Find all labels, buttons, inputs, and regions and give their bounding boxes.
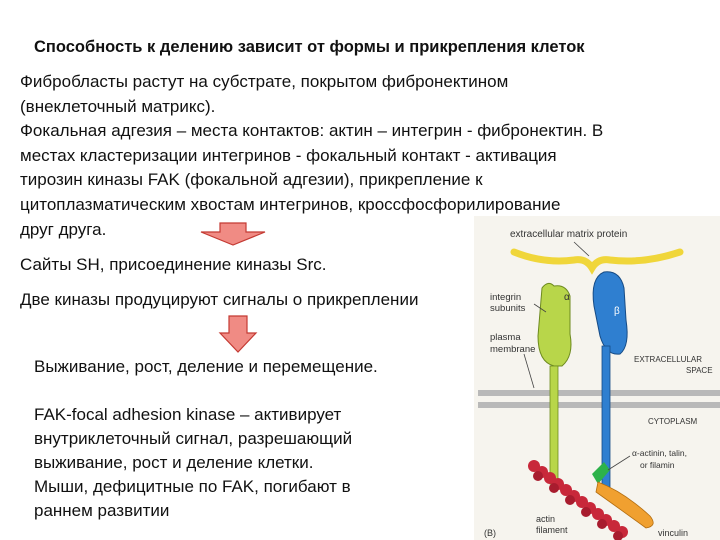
- label-actinin: α-actinin, talin,: [632, 448, 687, 458]
- label-extracellular-space: SPACE: [686, 366, 713, 375]
- down-arrow-icon: [200, 222, 266, 246]
- ecm-protein-strand: [510, 248, 684, 275]
- paragraph-line: (внеклеточный матрикс).: [20, 96, 216, 116]
- paragraph-line: Фибробласты растут на субстрате, покрыто…: [20, 72, 509, 91]
- paragraph-line: Мыши, дефицитные по FAK, погибают в: [34, 477, 351, 496]
- alpha-stalk: [549, 365, 559, 485]
- line-survival: Выживание, рост, деление и перемещение.: [34, 357, 378, 376]
- label-actin-filament: actin: [536, 514, 555, 524]
- paragraph-focal-adhesion: Фибробласты растут на субстрате, покрыто…: [20, 70, 720, 242]
- paragraph-line: FAK-focal adhesion kinase – активирует: [34, 405, 342, 424]
- beta-subunit: [592, 271, 628, 355]
- paragraph-line: Фокальная адгезия – места контактов: акт…: [20, 121, 604, 141]
- label-integrin: integrin: [490, 292, 521, 303]
- label-cytoplasm: CYTOPLASM: [648, 417, 698, 426]
- slide-title: Способность к делению зависит от формы и…: [34, 38, 585, 56]
- down-arrow-icon: [218, 315, 258, 353]
- vinculin: [595, 481, 654, 529]
- paragraph-fak: FAK-focal adhesion kinase – активирует в…: [34, 403, 352, 523]
- alpha-actinin: [592, 462, 610, 484]
- label-vinculin: vinculin: [658, 528, 688, 538]
- label-plasma-membrane: plasma: [490, 332, 521, 343]
- paragraph-line: цитоплазматическим хвостам интегринов, к…: [20, 194, 561, 214]
- label-actinin: or filamin: [640, 460, 675, 470]
- paragraph-line: выживание, рост и деление клетки.: [34, 453, 314, 472]
- label-actin-filament: filament: [536, 525, 568, 535]
- label-ecm-protein: extracellular matrix protein: [510, 229, 627, 240]
- actin-filament: [528, 460, 628, 540]
- paragraph-line: внутриклеточный сигнал, разрешающий: [34, 429, 353, 448]
- paragraph-line: друг друга.: [20, 219, 107, 239]
- membrane-outer: [478, 390, 720, 396]
- line-sh-sites: Сайты SH, присоединение киназы Src.: [20, 255, 327, 274]
- paragraph-line: раннем развитии: [34, 501, 170, 520]
- line-kinases-signal: Две киназы продуцируют сигналы о прикреп…: [20, 290, 419, 309]
- label-panel-b: (B): [484, 528, 496, 538]
- label-alpha: α: [564, 292, 570, 303]
- paragraph-line: тирозин киназы FAK (фокальной адгезии), …: [20, 170, 483, 190]
- label-beta: β: [614, 306, 620, 317]
- label-integrin: subunits: [490, 303, 526, 314]
- label-extracellular-space: EXTRACELLULAR: [634, 355, 702, 364]
- integrin-diagram: extracellular matrix protein α β integri…: [474, 216, 720, 540]
- paragraph-line: местах кластеризации интегринов - фокаль…: [20, 145, 557, 165]
- label-plasma-membrane: membrane: [490, 344, 535, 355]
- membrane-inner: [478, 402, 720, 408]
